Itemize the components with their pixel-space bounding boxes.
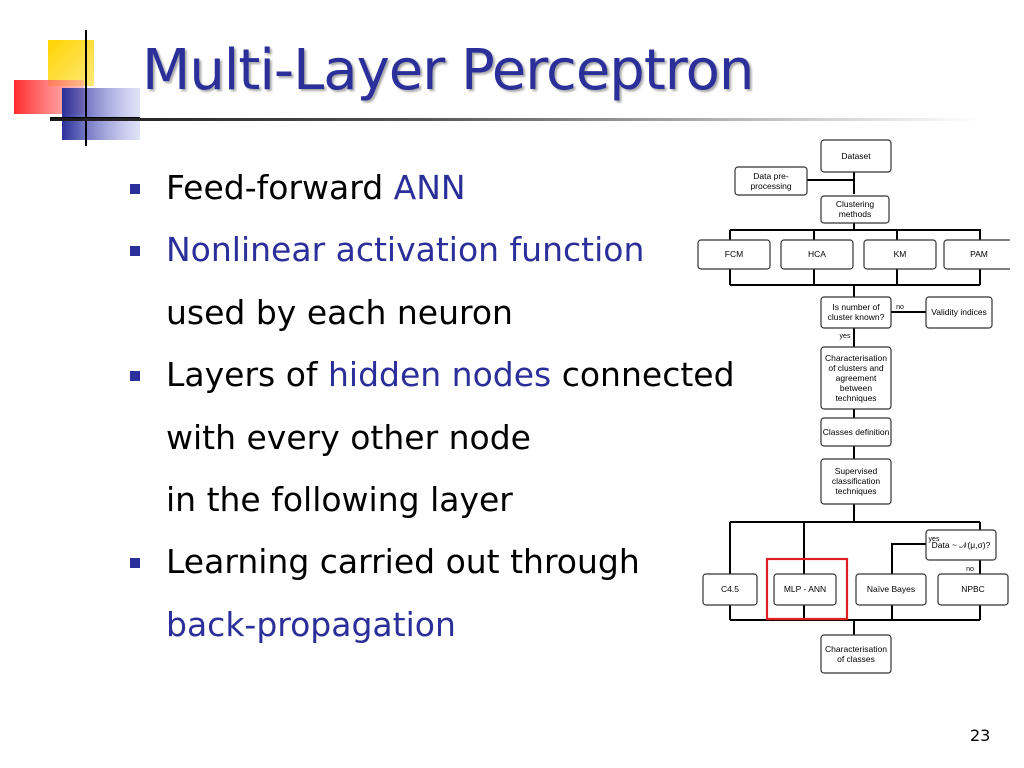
bullet-square-icon [130,558,140,569]
edge-label: no [966,566,974,573]
node-validity [925,296,993,329]
node-label: processing [750,181,791,191]
node-label: between [840,383,872,393]
edge-label: no [896,304,904,311]
bullet-square-icon [130,246,140,257]
bullet-item: Layers of hidden nodes connected [128,352,788,414]
edge-label: yes [929,536,940,543]
bullet-text: hidden nodes [328,355,552,395]
node-label: PAM [970,249,988,259]
node-pam [943,239,1010,270]
node-fcm [697,239,771,270]
bullet-text: with every other node [166,417,531,457]
slide-logo-icon [14,30,140,146]
highlight-box [765,557,849,621]
edge-label: yes [840,333,851,340]
node-label: agreement [836,373,877,383]
node-datanorm [925,529,997,561]
node-label: NPBC [961,584,985,594]
title-divider [50,118,980,121]
slide-title: Multi-Layer Perceptron [142,38,754,103]
node-character [820,346,892,410]
node-clustering [820,195,890,224]
node-label: KM [894,249,907,259]
bullet-text: Feed-forward [166,168,394,207]
node-known [820,296,892,329]
bullet-text: Learning carried out through [166,542,640,582]
bullet-item: Feed-forward ANN [128,165,788,227]
node-naive [855,573,927,606]
bullet-continuation: used by each neuron [128,290,788,352]
bullet-continuation: with every other node [128,415,788,477]
node-label: HCA [808,249,826,259]
page-number: 23 [970,726,991,745]
node-label: FCM [725,249,743,259]
node-label: Is number of [832,302,880,312]
node-label: cluster known? [828,312,885,322]
bullet-text: used by each neuron [166,292,513,332]
node-label: techniques [835,486,876,496]
node-label: Clustering [836,199,875,209]
node-hca [780,239,854,270]
node-c45 [702,573,758,606]
bullet-item: Learning carried out through [128,539,788,601]
node-label: of classes [837,654,875,664]
node-label: Supervised [835,466,878,476]
node-classes-def [820,417,892,447]
bullet-item: Nonlinear activation function [128,227,788,289]
node-km [863,239,937,270]
node-label: C4.5 [721,584,739,594]
node-mlp [773,573,837,606]
node-label: Characterisation [825,644,887,654]
bullet-text: Nonlinear activation function [166,230,645,270]
node-label: classification [832,476,880,486]
node-label: of clusters and [828,363,884,373]
bullet-text: ANN [393,168,466,207]
node-npbc [937,573,1009,606]
node-label: Naïve Bayes [867,584,915,594]
node-label: techniques [835,393,876,403]
node-label: Characterisation [825,353,887,363]
node-label: Classes definition [823,427,890,437]
node-label: Data pre- [753,171,789,181]
node-label: Validity indices [931,307,987,317]
bullet-square-icon [130,184,140,194]
node-dataset [820,139,892,173]
bullet-continuation: in the following layer [128,477,788,539]
bullet-text: Layers of [166,355,328,395]
bullet-continuation: back-propagation [128,602,788,664]
node-preproc [734,166,808,196]
bullet-text: back-propagation [166,604,456,644]
node-label: Data ~ 𝒩(μ,σ)? [932,540,991,550]
bullet-text: connected [551,355,735,395]
bullet-text: in the following layer [166,479,513,519]
node-label: methods [839,209,872,219]
node-label: Dataset [841,151,871,161]
node-supervised [820,458,892,505]
node-char-classes [820,634,892,674]
bullet-square-icon [130,371,140,382]
node-label: MLP - ANN [784,584,826,594]
